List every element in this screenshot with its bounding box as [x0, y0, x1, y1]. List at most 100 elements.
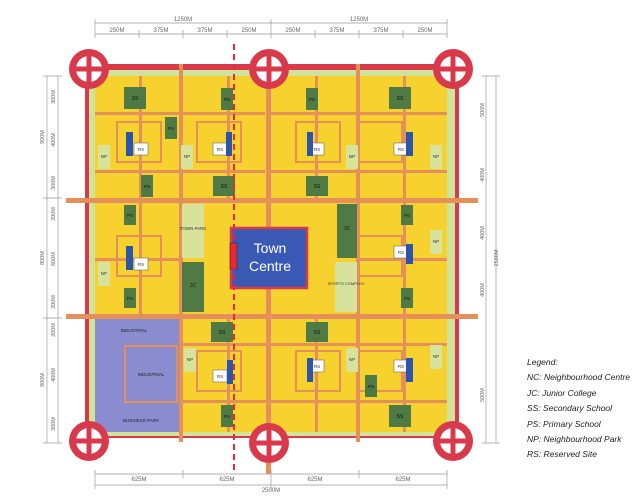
top-seg-4: 250M: [241, 28, 256, 34]
primary-schools: [124, 88, 413, 427]
town-plan-diagram: 1250M 1250M 250M 375M 375M 250M 250M 375…: [40, 17, 500, 494]
legend-item: SS: Secondary School: [527, 403, 613, 414]
rs-labels: RS RS RS RS RS RS RS RS RS: [138, 147, 404, 379]
top-total-left-label: 1250M: [174, 17, 192, 23]
rs-label: RS: [398, 250, 404, 255]
legend-item: NP: Neighbourhood Park: [527, 434, 622, 445]
rs-label: RS: [398, 364, 404, 369]
town-park-label: TOWN PARK: [180, 226, 207, 231]
np-label: NP: [184, 154, 190, 159]
bottom-dimension-labels: 625M 625M 625M 625M 2500M: [131, 477, 410, 494]
np-label: NP: [349, 357, 355, 362]
right-seg-1: 500M: [480, 103, 486, 117]
np-label: NP: [187, 357, 193, 362]
legend-item: JC: Junior College: [527, 387, 597, 398]
left-seg-5: 600M: [51, 252, 57, 266]
town-centre-line2: Centre: [249, 258, 291, 274]
ps-label: PS: [404, 296, 410, 301]
np-label: NP: [101, 271, 107, 276]
bottom-seg-3: 625M: [307, 477, 322, 483]
industrial-core: [124, 345, 178, 403]
np-label: NP: [433, 354, 439, 359]
left-seg-2: 400M: [51, 133, 57, 147]
bottom-total-label: 2500M: [262, 488, 280, 494]
left-group-1: 900M: [40, 130, 46, 144]
ps-labels: PS PS PS PS PS PS PS PS PS PS: [127, 97, 410, 419]
right-seg-4: 400M: [480, 283, 486, 297]
bottom-seg-2: 625M: [219, 477, 234, 483]
left-seg-1: 300M: [51, 90, 57, 104]
right-dimension-labels: 500M 400M 400M 400M 500M 2500M: [480, 103, 500, 402]
ss-label: SS: [219, 330, 226, 336]
np-label: NP: [349, 154, 355, 159]
ps-label: PS: [404, 213, 410, 218]
top-seg-1: 250M: [109, 28, 124, 34]
sports-complex-label: SPORTS COMPLEX: [327, 281, 364, 286]
top-seg-6: 375M: [329, 28, 344, 34]
legend-item: NC: Neighbourhood Centre: [527, 372, 631, 383]
nc-inner-white: [133, 142, 409, 383]
legend-title: Legend:: [527, 357, 558, 367]
legend-item: RS: Reserved Site: [527, 449, 597, 460]
roundabout-icon: [249, 49, 289, 89]
top-seg-8: 250M: [417, 28, 432, 34]
np-label: NP: [433, 154, 439, 159]
industrial-mid-label: INDUSTRIAL: [138, 372, 165, 377]
roundabout-icon: [69, 421, 109, 461]
ss-label: SS: [397, 96, 404, 102]
roundabout-icon: [433, 49, 473, 89]
right-seg-2: 400M: [480, 168, 486, 182]
top-seg-7: 375M: [373, 28, 388, 34]
rs-label: RS: [314, 364, 320, 369]
ps-label: PS: [224, 414, 230, 419]
ps-label: PS: [168, 126, 174, 131]
ss-labels: SS SS SS SS SS SS SS: [132, 96, 404, 420]
industrial-top-label: INDUSTRIAL: [121, 328, 148, 333]
ps-label: PS: [224, 97, 230, 102]
left-seg-4: 200M: [51, 207, 57, 221]
left-seg-6: 200M: [51, 295, 57, 309]
business-park-label: BUSINESS PARK: [123, 418, 159, 423]
ps-label: PS: [368, 384, 374, 389]
dimension-ticks: [43, 19, 500, 489]
roundabouts: [69, 49, 473, 463]
rs-label: RS: [217, 147, 223, 152]
rs-label: RS: [138, 262, 144, 267]
top-dimension-labels: 1250M 1250M 250M 375M 375M 250M 250M 375…: [109, 17, 432, 34]
neighbourhood-parks: [98, 145, 442, 372]
jc-label: JC: [190, 283, 197, 289]
ss-label: SS: [132, 96, 139, 102]
town-centre-line1: Town: [254, 240, 287, 256]
np-label: NP: [101, 154, 107, 159]
left-seg-8: 400M: [51, 368, 57, 382]
ps-label: PS: [144, 184, 150, 189]
legend-item: PS: Primary School: [527, 418, 601, 429]
right-total-label: 2500M: [494, 249, 500, 266]
roundabout-icon: [433, 421, 473, 461]
left-group-2: 800M: [40, 251, 46, 265]
left-dimension-labels: 300M 400M 300M 200M 600M 200M 200M 400M …: [40, 90, 57, 431]
top-seg-3: 375M: [197, 28, 212, 34]
ss-label: SS: [221, 184, 228, 190]
top-seg-5: 250M: [285, 28, 300, 34]
left-seg-7: 200M: [51, 323, 57, 337]
np-labels: NP NP NP NP NP NP NP NP NP: [101, 154, 439, 362]
secondary-schools: [124, 87, 411, 427]
ps-label: PS: [127, 296, 133, 301]
junior-college-east: [337, 204, 357, 258]
ss-label: SS: [314, 184, 321, 190]
minor-roads: [95, 76, 447, 432]
top-total-right-label: 1250M: [350, 17, 368, 23]
top-seg-2: 375M: [153, 28, 168, 34]
jc-label: JC: [344, 226, 351, 232]
bottom-seg-4: 625M: [395, 477, 410, 483]
right-seg-3: 400M: [480, 226, 486, 240]
left-seg-3: 300M: [51, 176, 57, 190]
bottom-seg-1: 625M: [131, 477, 146, 483]
right-seg-5: 500M: [480, 388, 486, 402]
ss-label: SS: [314, 330, 321, 336]
neighbourhood-centres: [116, 121, 403, 392]
roundabout-icon: [69, 49, 109, 89]
left-group-3: 800M: [40, 373, 46, 387]
school-blue-bars: [126, 132, 413, 384]
